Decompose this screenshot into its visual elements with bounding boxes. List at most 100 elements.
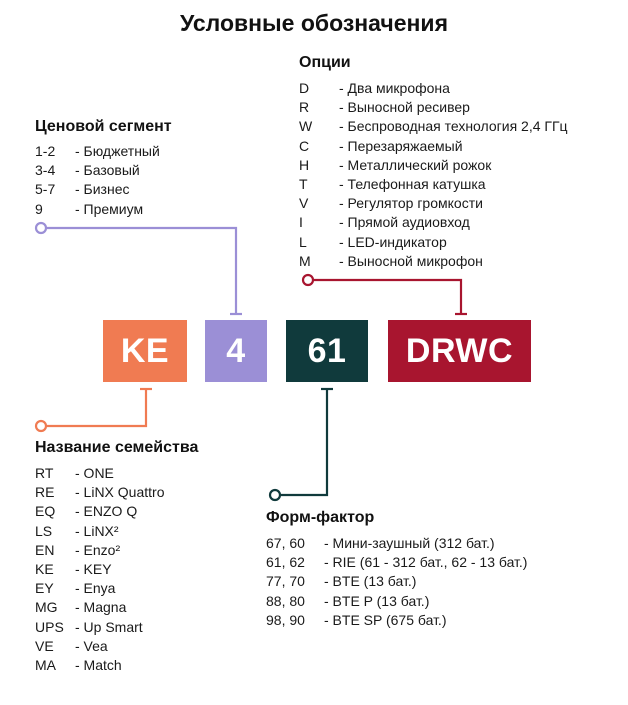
options-connector	[301, 273, 467, 316]
list-item: KE - KEY	[35, 560, 164, 579]
list-item: EN - Enzo²	[35, 541, 164, 560]
list-item: W - Беспроводная технология 2,4 ГГц	[299, 117, 568, 136]
item-label: - Up Smart	[75, 618, 143, 635]
item-code: L	[299, 233, 307, 250]
item-label: - Премиум	[75, 200, 144, 217]
form-factor-connector	[268, 387, 333, 502]
list-item: T - Телефонная катушка	[299, 175, 568, 194]
family-list: RT - ONE RE - LiNX Quattro EQ - ENZO Q LS - …	[35, 464, 164, 675]
item-code: UPS	[35, 618, 64, 635]
item-code: EN	[35, 541, 55, 558]
list-item: D- Два микрофона	[299, 79, 568, 98]
item-code: D	[299, 80, 310, 96]
form-factor-heading: Форм-фактор	[266, 509, 375, 526]
item-code: 5-7	[35, 181, 56, 198]
list-item: 88, 80 - BTE P (13 бат.)	[266, 592, 527, 611]
item-code: 67, 60	[266, 535, 305, 551]
price-segment-list: 1-2- Бюджетный 3-4- Базовый 5-7- Бизнес …	[35, 142, 160, 219]
item-code: W	[299, 118, 313, 135]
options-heading: Опции	[299, 54, 351, 71]
price-code-box: 4	[205, 320, 267, 382]
item-code: EY	[35, 580, 54, 597]
item-label: - Enzo²	[75, 541, 121, 558]
item-code: I	[299, 214, 303, 231]
list-item: UPS - Up Smart	[35, 618, 164, 637]
item-label: - Выносной микрофон	[339, 252, 483, 269]
item-label: - LiNX Quattro	[75, 484, 165, 501]
list-item: V- Регулятор громкости	[299, 194, 568, 213]
options-list: D- Два микрофона R - Выносной ресивер W - …	[299, 79, 568, 271]
item-label: - Прямой аудиовход	[339, 214, 470, 231]
item-code: LS	[35, 522, 53, 539]
item-code: 61, 62	[266, 554, 305, 571]
item-label: - Выносной ресивер	[339, 99, 470, 116]
list-item: 3-4- Базовый	[35, 161, 160, 180]
list-item: 77, 70 - BTE (13 бат.)	[266, 572, 527, 591]
list-item: H - Металлический рожок	[299, 156, 568, 175]
item-code: 98, 90	[266, 611, 305, 628]
item-label: - Vea	[75, 637, 108, 654]
form-factor-list: 67, 60 - Мини-заушный (312 бат.) 61, 62 - …	[266, 534, 527, 630]
item-code: R	[299, 99, 310, 116]
list-item: M - Выносной микрофон	[299, 252, 568, 271]
list-item: EQ - ENZO Q	[35, 502, 164, 521]
item-code: T	[299, 175, 308, 192]
item-label: - Металлический рожок	[339, 156, 492, 173]
list-item: MA - Match	[35, 656, 164, 675]
list-item: 67, 60 - Мини-заушный (312 бат.)	[266, 534, 527, 553]
item-label: - Бюджетный	[75, 143, 160, 159]
item-label: - Magna	[75, 599, 127, 616]
item-code: C	[299, 137, 310, 154]
item-label: - LiNX²	[75, 522, 119, 539]
item-code: M	[299, 252, 311, 269]
item-label: - BTE (13 бат.)	[324, 573, 417, 590]
item-label: - Перезаряжаемый	[339, 137, 463, 154]
item-label: - ONE	[75, 465, 114, 481]
item-code: VE	[35, 637, 54, 654]
item-code: RE	[35, 484, 55, 501]
list-item: MG - Magna	[35, 598, 164, 617]
item-label: - RIE (61 - 312 бат., 62 - 13 бат.)	[324, 554, 528, 571]
item-label: - Match	[75, 656, 122, 673]
item-label: - Мини-заушный (312 бат.)	[324, 535, 495, 551]
list-item: L- LED-индикатор	[299, 233, 568, 252]
item-code: 1-2	[35, 143, 56, 159]
item-code: H	[299, 156, 310, 173]
options-code-box: DRWC	[388, 320, 531, 382]
list-item: 61, 62 - RIE (61 - 312 бат., 62 - 13 бат.…	[266, 553, 527, 572]
item-label: - Бизнес	[75, 181, 130, 198]
item-label: - Беспроводная технология 2,4 ГГц	[339, 118, 568, 135]
item-label: - ENZO Q	[75, 503, 138, 520]
item-code: 3-4	[35, 162, 56, 179]
form-factor-code-box: 61	[286, 320, 368, 382]
price-segment-heading: Ценовой сегмент	[35, 118, 172, 135]
item-label: - BTE SP (675 бат.)	[324, 611, 447, 628]
list-item: 1-2 - Бюджетный	[35, 142, 160, 161]
list-item: RT - ONE	[35, 464, 164, 483]
page-title: Условные обозначения	[179, 10, 448, 36]
item-label: - Enya	[75, 580, 116, 597]
item-label: - BTE P (13 бат.)	[324, 592, 430, 609]
item-code: 77, 70	[266, 573, 305, 590]
item-label: - Телефонная катушка	[339, 175, 486, 192]
list-item: EY - Enya	[35, 579, 164, 598]
item-code: 88, 80	[266, 592, 305, 609]
list-item: 5-7 - Бизнес	[35, 180, 160, 199]
item-code: EQ	[35, 503, 56, 520]
price-segment-connector	[34, 221, 242, 316]
item-code: 9	[35, 200, 43, 217]
list-item: I - Прямой аудиовход	[299, 213, 568, 232]
list-item: VE - Vea	[35, 637, 164, 656]
family-connector	[34, 387, 152, 433]
item-code: MG	[35, 599, 58, 616]
item-label: - KEY	[75, 560, 112, 577]
list-item: C - Перезаряжаемый	[299, 137, 568, 156]
list-item: 98, 90 - BTE SP (675 бат.)	[266, 611, 527, 630]
list-item: 9 - Премиум	[35, 200, 160, 219]
item-code: MA	[35, 656, 56, 673]
list-item: RE - LiNX Quattro	[35, 483, 164, 502]
item-code: RT	[35, 465, 54, 481]
list-item: LS - LiNX²	[35, 522, 164, 541]
item-label: - Регулятор громкости	[339, 195, 483, 212]
item-code: KE	[35, 560, 54, 577]
